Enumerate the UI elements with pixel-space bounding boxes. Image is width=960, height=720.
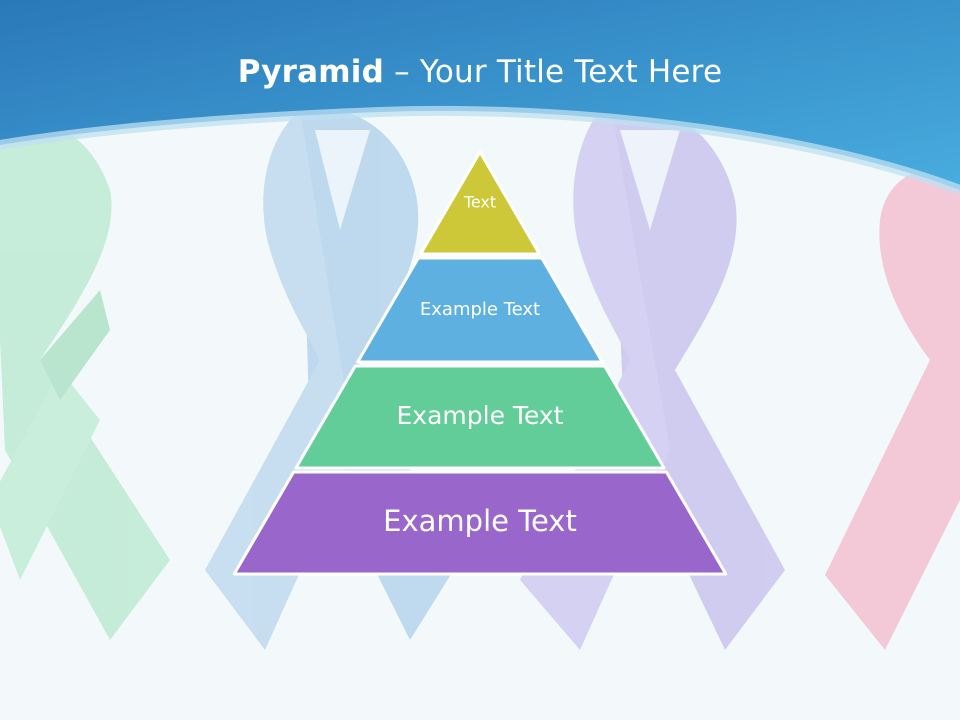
pyramid-tier-third — [294, 364, 666, 470]
pyramid-tier-third-label: Example Text — [397, 401, 564, 430]
pyramid-tier-top — [419, 150, 541, 256]
pyramid-tier-second-label: Example Text — [420, 299, 540, 320]
pink-ribbon-decoration — [825, 167, 960, 650]
pyramid-tier-top-label: Text — [463, 193, 496, 212]
pyramid-tier-bottom — [232, 470, 728, 576]
pyramid-tier-bottom-label: Example Text — [383, 504, 577, 538]
pyramid-tier-second — [356, 256, 604, 364]
green-ribbon-decoration — [0, 117, 170, 640]
header-swoosh — [0, 105, 960, 195]
header-band — [0, 0, 960, 190]
title-rest: – Your Title Text Here — [384, 54, 723, 90]
slide-title: Pyramid – Your Title Text Here — [0, 50, 960, 94]
title-bold: Pyramid — [237, 54, 385, 90]
